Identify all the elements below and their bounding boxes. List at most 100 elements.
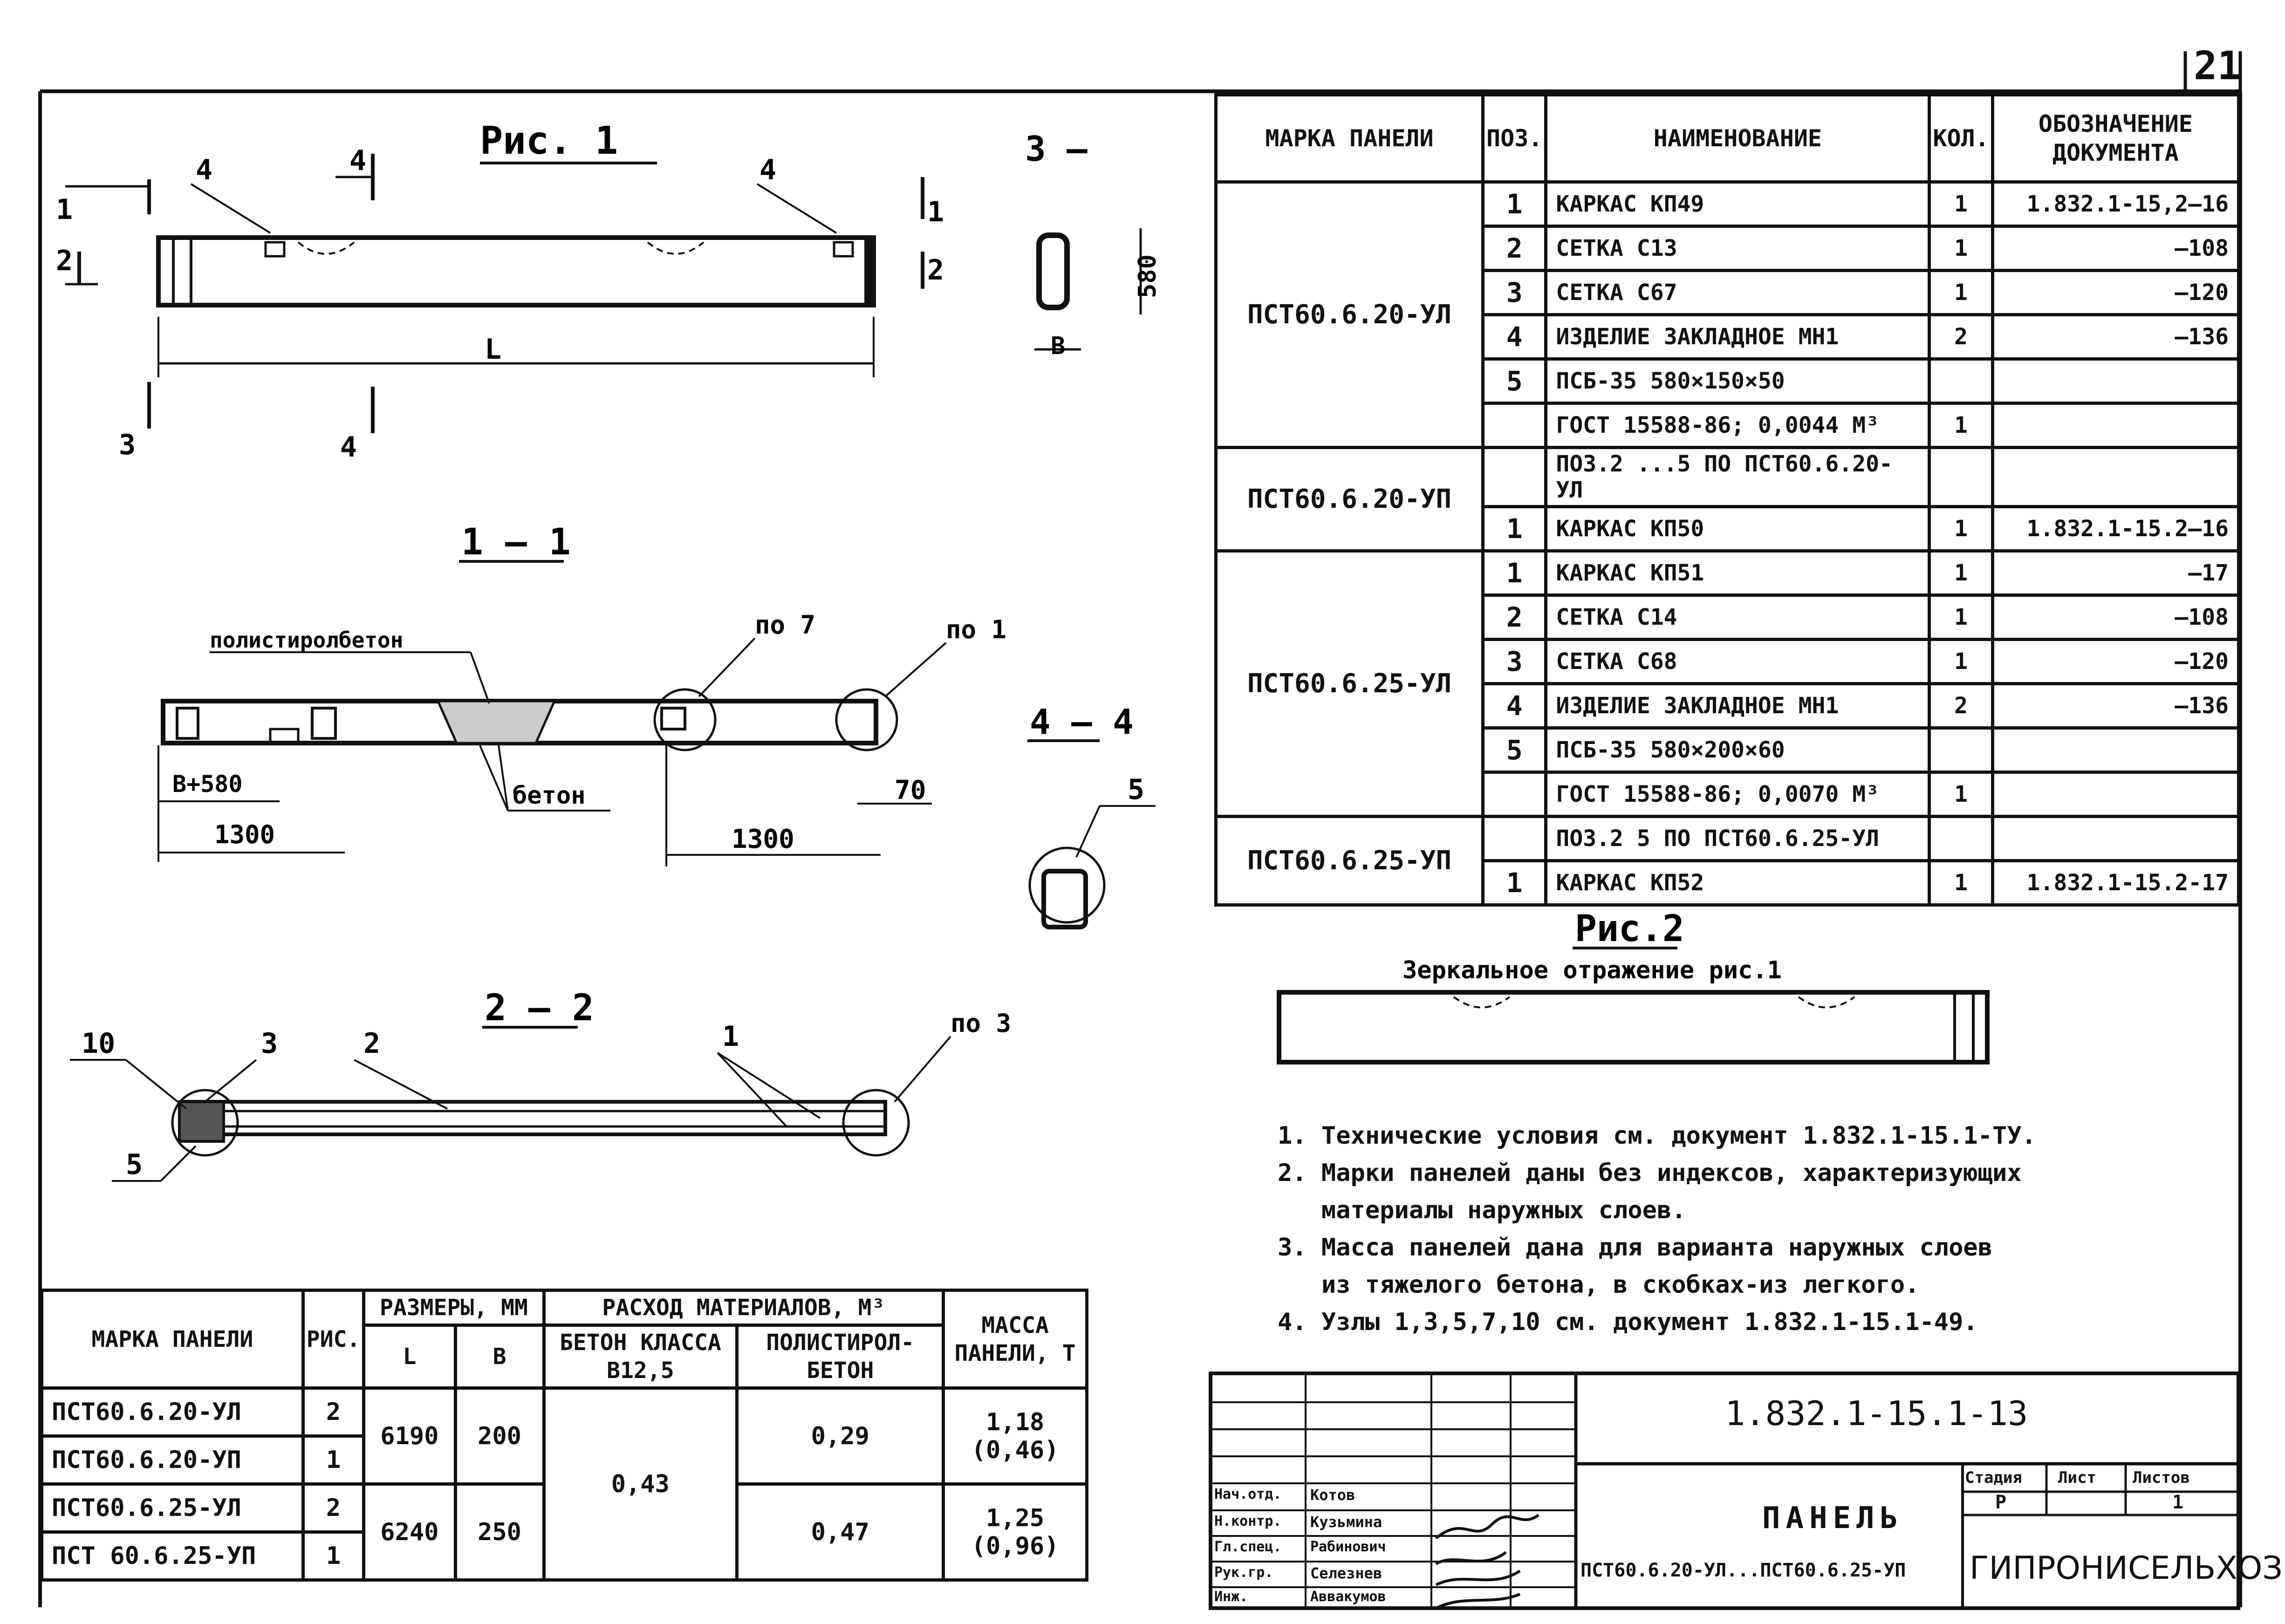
svg-text:2: 2 (363, 1027, 380, 1060)
table-row: ПСТ60.6.20-УППоз.2 ...5 по ПСТ60.6.20-УЛ (1214, 446, 2241, 553)
stage-value: Р (1995, 1492, 2007, 1513)
svg-text:1: 1 (927, 196, 944, 228)
role-label: Гл.спец. (1214, 1539, 1282, 1555)
label-node3: по 3 (951, 1009, 1011, 1038)
dim-70: 70 (895, 775, 926, 805)
mass-L-group2: 6240 (362, 1482, 457, 1582)
title-block-lines (1212, 1375, 2237, 1608)
mass-row-mark: ПСТ60.6.25-УЛ (40, 1482, 305, 1534)
mass-row-mark: ПСТ 60.6.25-УП (40, 1530, 305, 1582)
role-name: Кузьмина (1310, 1513, 1382, 1531)
spec-name: Каркас КП49 (1544, 180, 1931, 228)
svg-text:4: 4 (349, 144, 366, 177)
dim-b580: B+580 (172, 771, 243, 798)
dim-L: L (485, 333, 501, 366)
mass-row-fig: 1 (301, 1434, 366, 1486)
spec-doc (1991, 402, 2241, 449)
svg-text:5: 5 (126, 1148, 143, 1181)
spec-pos: 3 (1481, 638, 1548, 685)
fig2-panel (1277, 990, 1990, 1064)
spec-pos: 1 (1481, 505, 1548, 553)
note-line: из тяжелого бетона, в скобках-из легкого… (1278, 1271, 1920, 1299)
sheets-label: Листов (2133, 1468, 2190, 1487)
spec-qty: 1 (1928, 771, 1994, 818)
spec-name: Сетка С14 (1544, 594, 1931, 641)
mass-row-fig: 2 (301, 1482, 366, 1534)
note-line: материалы наружных слоев. (1278, 1196, 1686, 1224)
stage-label: Стадия (1965, 1468, 2022, 1487)
spec-table: Марка панели Поз. Наименование Кол. Обоз… (1214, 93, 2241, 907)
table-row: ПСТ60.6.25-УЛ 2 6240 250 0,47 1,25 (0,96… (40, 1482, 1088, 1582)
section-4-4-label: 4 – 4 (1030, 702, 1134, 742)
spec-qty: 2 (1928, 682, 1994, 730)
mass-L-group1: 6190 (362, 1386, 457, 1486)
spec-doc (1991, 357, 2241, 405)
mass-mass-group1: 1,18 (0,46) (942, 1386, 1088, 1486)
note-line: 2. Марки панелей даны без индексов, хара… (1278, 1159, 2022, 1187)
svg-text:2: 2 (927, 254, 944, 287)
spec-name: ГОСТ 15588-86; 0,0044 м³ (1544, 402, 1931, 449)
mass-poly-group2: 0,47 (735, 1482, 945, 1582)
spec-name: Сетка С67 (1544, 269, 1931, 316)
svg-text:2: 2 (56, 245, 73, 277)
note-line: 1. Технические условия см. документ 1.83… (1278, 1122, 2036, 1150)
spec-pos: 1 (1481, 549, 1548, 597)
spec-qty: 1 (1928, 225, 1994, 272)
spec-name: Изделие закладное МН1 (1544, 313, 1931, 361)
mass-header-materials: Расход материалов, м³ (542, 1289, 945, 1327)
spec-qty: 1 (1928, 402, 1994, 449)
table-row: ПСТ60.6.20-УП 1 (40, 1434, 1087, 1486)
dim-B-small: B (1051, 332, 1065, 360)
organization-name: ГИПРОНИСЕЛЬХОЗ (1970, 1550, 2283, 1587)
dim-1300-left: 1300 (214, 820, 275, 849)
spec-pos (1481, 771, 1548, 818)
mass-header-mark: Марка панели (40, 1289, 305, 1390)
dim-580: 580 (1134, 254, 1162, 298)
spec-pos (1481, 446, 1548, 508)
spec-panel-mark: ПСТ60.6.25-УП (1214, 815, 1485, 907)
spec-name: Поз.2 5 по ПСТ60.6.25-УЛ (1544, 815, 1931, 862)
spec-name: Сетка С68 (1544, 638, 1931, 685)
spec-doc: —120 (1991, 269, 2241, 316)
spec-name: Сетка С13 (1544, 225, 1931, 272)
role-label: Нач.отд. (1214, 1486, 1282, 1502)
spec-doc (1991, 726, 2241, 774)
note-line: 4. Узлы 1,3,5,7,10 см. документ 1.832.1-… (1278, 1308, 1978, 1336)
spec-name: Каркас КП52 (1544, 859, 1931, 907)
spec-qty (1928, 446, 1994, 508)
svg-text:4: 4 (196, 154, 212, 186)
table-row: ГОСТ 15588-86; 0,0044 м³1 (1216, 402, 2241, 449)
mass-B-group2: 250 (453, 1482, 546, 1582)
doc-title: Панель (1762, 1501, 1904, 1535)
mass-header-poly: Полистирол-бетон (735, 1324, 945, 1390)
mass-row-mark: ПСТ60.6.20-УП (40, 1434, 305, 1486)
mass-B-group1: 200 (453, 1386, 546, 1486)
spec-qty: 2 (1928, 313, 1994, 361)
spec-name: Каркас КП51 (1544, 549, 1931, 597)
title-block: 1.832.1-15.1-13 Панель ПСТ60.6.20-УЛ...П… (1209, 1372, 2283, 1610)
spec-qty: 1 (1928, 594, 1994, 641)
spec-pos: 3 (1481, 269, 1548, 316)
spec-doc (1991, 771, 2241, 818)
sheet-label: Лист (2058, 1468, 2096, 1487)
note-line: 3. Масса панелей дана для варианта наруж… (1278, 1234, 1993, 1262)
mass-header-dims: Размеры, мм (362, 1289, 546, 1327)
label-concrete: бетон (513, 782, 586, 810)
spec-pos: 2 (1481, 225, 1548, 272)
spec-pos: 1 (1481, 859, 1548, 907)
label-node7: по 7 (755, 610, 815, 640)
svg-text:4: 4 (340, 431, 357, 464)
spec-pos (1481, 402, 1548, 449)
spec-doc: 1.832.1-15.2—16 (1991, 505, 2241, 553)
mass-header-concrete: Бетон класса В12,5 (542, 1324, 739, 1390)
doc-code: 1.832.1-15.1-13 (1725, 1394, 2028, 1433)
